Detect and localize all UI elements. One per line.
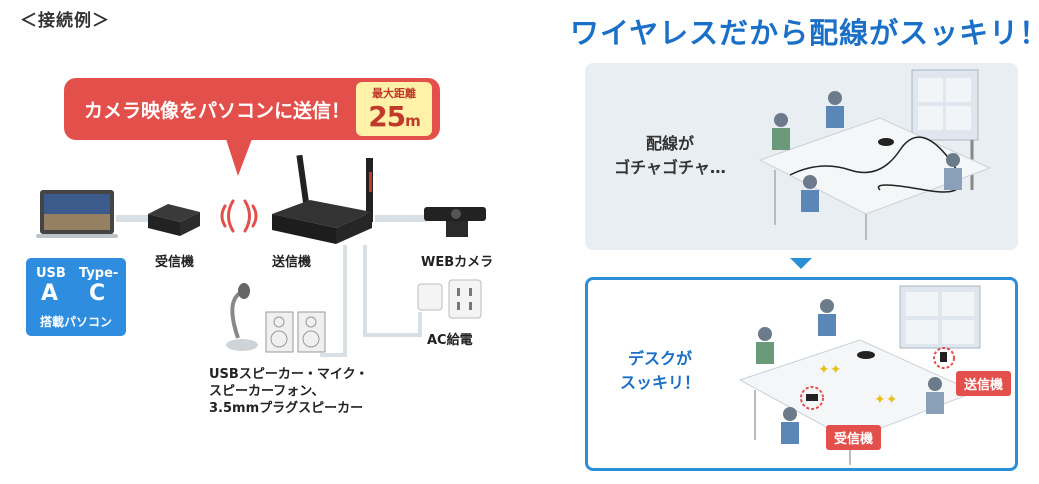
svg-text:✦✦: ✦✦ [818,362,842,378]
ac-power-illustration [417,279,482,319]
peripherals-label: USBスピーカー・マイク・ スピーカーフォン、 3.5mmプラグスピーカー [209,366,368,417]
wireless-waves-icon [220,199,258,233]
peripherals-line-1: USBスピーカー・マイク・ [209,367,369,382]
cable-tx-webcam [375,215,427,222]
cable-tx-peripherals [320,245,347,357]
microphone-illustration [226,283,258,351]
distance-value: 25 [368,100,406,133]
ac-power-label: AC給電 [427,333,473,348]
webcam-illustration [424,207,486,237]
pc-type-text: Type- [79,266,119,281]
distance-badge [356,82,432,136]
transmitter-tag: 送信機 [956,371,1012,396]
laptop-illustration [36,190,118,238]
peripherals-line-2: スピーカーフォン、 [209,384,325,399]
pc-usb-a-text: A [41,281,59,306]
speakers-illustration [265,311,326,353]
after-panel-caption: デスクが スッキリ！ [605,347,715,395]
before-caption-line-1: 配線が [645,134,694,153]
clean-meeting-illustration: ✦✦ ✦✦ [738,285,981,465]
receiver-illustration [148,204,200,236]
callout-tail [226,139,252,176]
before-panel-caption: 配線が ゴチャゴチャ… [595,132,745,180]
pc-type-box [26,258,126,336]
svg-text:✦✦: ✦✦ [874,392,898,408]
after-caption-line-1: デスクが [627,349,692,368]
arrow-down-icon [790,258,812,269]
distance-badge-label: 最大距離 [372,87,416,100]
distance-badge-value: 25m [356,100,432,133]
webcam-label: WEBカメラ [421,255,494,270]
pc-usb-text: USB [36,266,66,281]
messy-meeting-illustration [758,69,992,240]
transmitter-label: 送信機 [272,255,312,270]
after-caption-line-2: スッキリ！ [619,373,700,392]
distance-unit: m [405,112,421,130]
section-label: ＜接続例＞ [20,11,110,31]
cable-tx-ac [363,245,422,337]
pc-box-label: 搭載パソコン [39,315,112,329]
transmitter-illustration [272,154,373,244]
before-caption-line-2: ゴチャゴチャ… [614,158,726,177]
receiver-label: 受信機 [155,255,195,270]
cable-pc-receiver [116,215,152,222]
headline: ワイヤレスだから配線がスッキリ！ [570,16,1039,50]
callout-text: カメラ映像をパソコンに送信！ [84,100,351,122]
peripherals-line-3: 3.5mmプラグスピーカー [209,401,364,416]
pc-type-c-text: C [89,281,106,306]
receiver-tag: 受信機 [826,425,882,450]
